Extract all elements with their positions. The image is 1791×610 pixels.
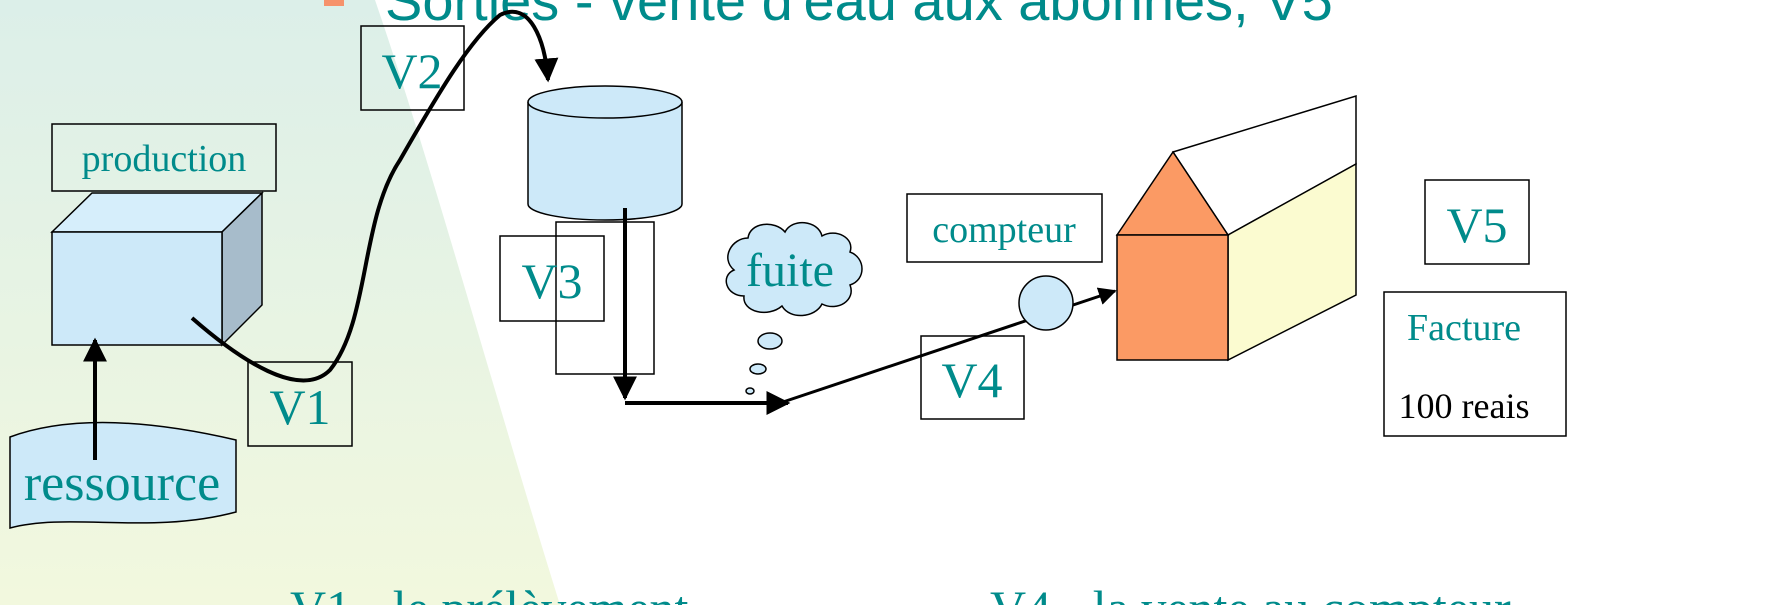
v3-inner-box bbox=[555, 221, 655, 375]
facture-label: Facture bbox=[1407, 307, 1521, 349]
v4-box bbox=[920, 335, 1025, 420]
reservoir-top bbox=[527, 85, 683, 119]
v5-label: V5 bbox=[1446, 197, 1507, 253]
v1-box bbox=[247, 361, 353, 447]
reservoir-body bbox=[527, 102, 683, 221]
adduction-pipe bbox=[190, 9, 559, 383]
facture-amount: 100 reais bbox=[1399, 386, 1530, 426]
v4-label: V4 bbox=[941, 352, 1002, 408]
v5-box bbox=[1424, 179, 1530, 265]
v2-box bbox=[360, 25, 465, 111]
compteur-label: compteur bbox=[932, 209, 1076, 251]
bottom-left-caption: V1 - le prélèvement bbox=[290, 580, 689, 605]
fuite-bubble-small bbox=[745, 387, 755, 395]
v2-label: V2 bbox=[381, 43, 442, 99]
fuite-label: fuite bbox=[746, 244, 834, 297]
facture-box bbox=[1383, 291, 1567, 437]
fuite-bubble-medium bbox=[749, 363, 767, 375]
v3-box bbox=[499, 235, 605, 322]
bottom-right-caption: V4 - la vente au compteur bbox=[990, 580, 1511, 605]
v1-label: V1 bbox=[269, 379, 330, 435]
v3-label: V3 bbox=[521, 253, 582, 309]
compteur-label-box bbox=[906, 193, 1103, 263]
production-label-box bbox=[51, 123, 277, 192]
fuite-cloud bbox=[725, 222, 863, 317]
fuite-bubble-large bbox=[757, 332, 783, 350]
meter-icon bbox=[1018, 275, 1074, 331]
production-label: production bbox=[82, 138, 247, 180]
ressource-label: ressource bbox=[24, 455, 220, 512]
production-box-front bbox=[51, 231, 223, 346]
ressource-banner bbox=[9, 421, 237, 529]
slide-title: Sorties - vente d'eau aux abonnés, V5 bbox=[385, 0, 1333, 32]
house-front-wall bbox=[1116, 234, 1229, 361]
title-bullet-icon bbox=[324, 0, 344, 6]
